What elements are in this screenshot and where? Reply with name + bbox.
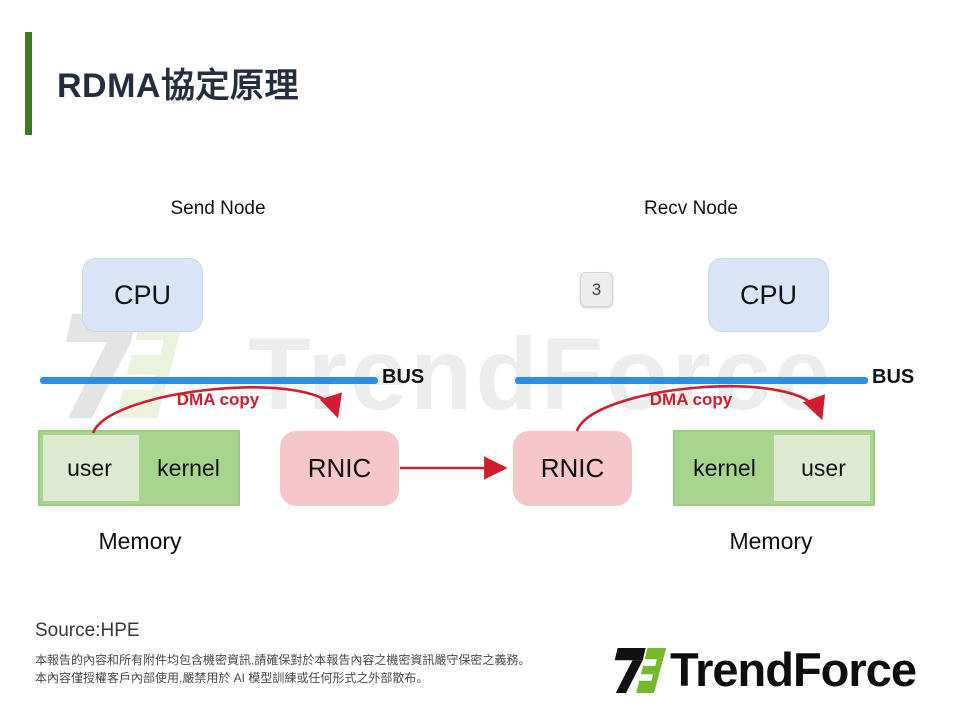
recv-memory-kernel-label: kernel <box>693 454 756 481</box>
recv-memory-label: Memory <box>729 528 813 554</box>
recv-dma-copy-label: DMA copy <box>649 390 733 409</box>
send-rnic-box: RNIC <box>280 431 399 506</box>
recv-cpu-box: CPU <box>708 258 829 332</box>
send-memory-label: Memory <box>98 528 182 554</box>
send-dma-copy-label: DMA copy <box>176 390 260 409</box>
send-memory-user-region <box>43 435 139 501</box>
watermark-text: TrendForce <box>248 317 834 431</box>
send-node-label: Send Node <box>170 198 266 219</box>
recv-bus-label: BUS <box>872 366 915 388</box>
send-memory-user-label: user <box>67 454 112 481</box>
disclaimer-line-2: 本內容僅授權客戶內部使用,嚴禁用於 AI 模型訓練或任何形式之外部散布。 <box>35 671 429 685</box>
recv-memory-box: kernel user <box>673 430 875 506</box>
recv-rnic-box: RNIC <box>513 431 632 506</box>
send-cpu-box: CPU <box>82 258 203 332</box>
send-bus-label: BUS <box>382 366 425 388</box>
recv-memory-user-region <box>774 435 870 501</box>
disclaimer-line-1: 本報告的內容和所有附件均包含機密資訊,請確保對於本報告內容之機密資訊嚴守保密之義… <box>35 653 531 667</box>
send-bus-line <box>40 377 378 384</box>
recv-node-label: Recv Node <box>644 198 738 219</box>
page-title: RDMA協定原理 <box>57 67 299 105</box>
source-label: Source:HPE <box>35 620 140 641</box>
step-badge: 3 <box>580 272 613 307</box>
recv-memory-user-label: user <box>801 454 846 481</box>
accent-bar <box>25 32 32 135</box>
send-memory-kernel-label: kernel <box>157 454 220 481</box>
trendforce-logo-icon <box>611 644 669 697</box>
recv-bus-line <box>515 377 868 384</box>
trendforce-logo-text: TrendForce <box>670 643 917 696</box>
send-memory-box: user kernel <box>38 430 240 506</box>
